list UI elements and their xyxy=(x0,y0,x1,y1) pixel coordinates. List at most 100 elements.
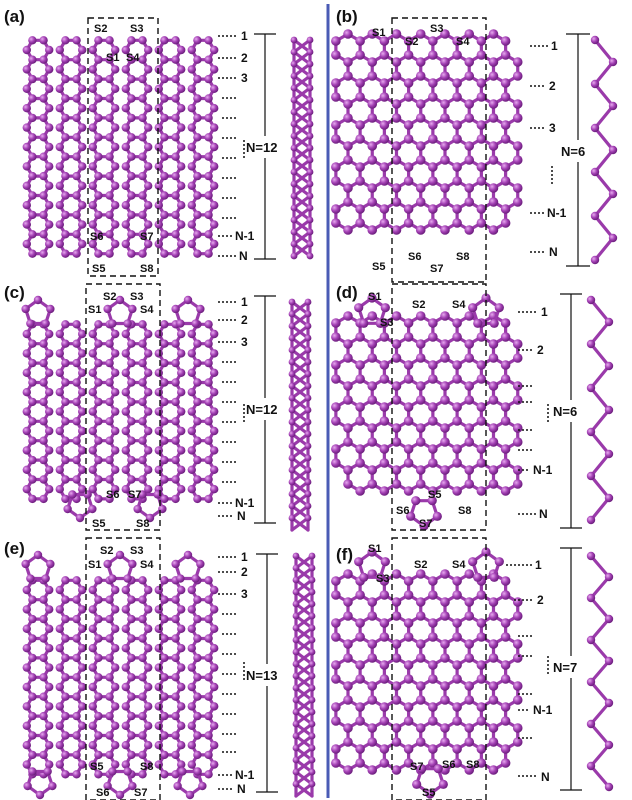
atom xyxy=(171,770,180,779)
atom xyxy=(45,721,54,730)
panel-a-row-n-minus-1: N-1 xyxy=(235,229,255,243)
atom xyxy=(187,142,196,152)
atom xyxy=(331,92,341,102)
panel-b-site-s1: S1 xyxy=(372,27,385,39)
atom xyxy=(21,304,30,314)
atom xyxy=(105,455,114,465)
atom xyxy=(138,490,147,499)
atom xyxy=(391,183,402,193)
atom xyxy=(343,465,353,475)
atom xyxy=(177,181,186,190)
atom xyxy=(343,681,353,691)
atom xyxy=(61,595,70,604)
atom xyxy=(22,329,31,339)
atom xyxy=(288,442,296,450)
panel-a: (a) S2 S3 S1 S4 S6 S7 S5 S8 1 2 3 N-1 xyxy=(4,7,314,277)
atom xyxy=(121,200,130,210)
atom xyxy=(403,444,414,454)
atom xyxy=(105,358,114,368)
panel-c-row-2: 2 xyxy=(241,313,248,327)
atom xyxy=(440,611,450,621)
panel-e-site-s1: S1 xyxy=(88,559,101,571)
atom xyxy=(45,84,54,93)
atom xyxy=(88,585,98,595)
panel-d-site-s4: S4 xyxy=(452,299,466,311)
atom xyxy=(343,29,353,39)
atom xyxy=(94,133,103,142)
atom xyxy=(177,349,186,358)
atom xyxy=(28,653,37,663)
panel-e-row-2: 2 xyxy=(241,565,248,579)
atom xyxy=(440,99,450,109)
atom xyxy=(22,643,31,653)
atom xyxy=(292,624,300,632)
atom xyxy=(428,576,438,586)
atom xyxy=(127,94,136,103)
panel-d-site-s1: S1 xyxy=(368,291,381,303)
atom xyxy=(45,239,54,249)
panel-e-site-s2: S2 xyxy=(100,545,113,557)
atom xyxy=(586,593,596,603)
bond xyxy=(589,575,611,600)
atom xyxy=(204,55,213,64)
atom xyxy=(22,682,31,692)
panel-b-site-s2: S2 xyxy=(405,36,418,48)
atom xyxy=(55,387,64,397)
bond xyxy=(593,104,615,130)
atom xyxy=(204,494,213,504)
atom xyxy=(78,585,87,595)
atom xyxy=(45,643,54,653)
atom xyxy=(105,750,114,760)
atom xyxy=(590,211,600,221)
atom xyxy=(355,218,365,228)
bond xyxy=(593,82,615,108)
atom xyxy=(494,303,504,313)
atom xyxy=(78,162,87,171)
atom xyxy=(304,382,312,390)
atom xyxy=(193,113,202,123)
atom xyxy=(367,653,378,663)
atom xyxy=(72,36,81,45)
atom xyxy=(452,50,462,60)
atom xyxy=(108,574,117,583)
atom xyxy=(468,303,478,313)
atom xyxy=(138,750,147,760)
atom xyxy=(144,84,153,93)
atom xyxy=(94,770,103,779)
atom xyxy=(187,484,196,494)
atom xyxy=(154,220,163,229)
panel-d-site-s8: S8 xyxy=(458,505,471,517)
atom xyxy=(111,220,120,229)
atom xyxy=(464,381,475,391)
atom xyxy=(187,239,196,249)
atom xyxy=(78,760,87,769)
atom xyxy=(375,572,385,582)
atom xyxy=(290,240,298,248)
atom xyxy=(193,358,202,368)
atom xyxy=(94,455,103,465)
atom xyxy=(355,78,365,88)
atom xyxy=(22,239,31,249)
atom xyxy=(464,737,475,747)
atom xyxy=(138,436,147,445)
atom xyxy=(78,643,87,653)
atom xyxy=(177,702,186,711)
atom xyxy=(171,711,180,721)
panel-e-lattice xyxy=(21,550,219,800)
atom xyxy=(138,595,147,604)
atom xyxy=(171,358,180,368)
atom xyxy=(88,760,98,769)
atom xyxy=(355,444,365,454)
panel-a-count: N=12 xyxy=(246,140,277,155)
atom xyxy=(160,614,169,624)
panel-d-row-n: N xyxy=(539,507,548,521)
atom xyxy=(121,84,130,93)
atom xyxy=(22,142,31,152)
atom xyxy=(608,101,618,111)
atom xyxy=(22,760,31,769)
atom xyxy=(391,57,402,67)
atom xyxy=(464,423,475,433)
atom xyxy=(94,191,103,200)
atom xyxy=(438,779,448,789)
atom xyxy=(604,698,614,708)
